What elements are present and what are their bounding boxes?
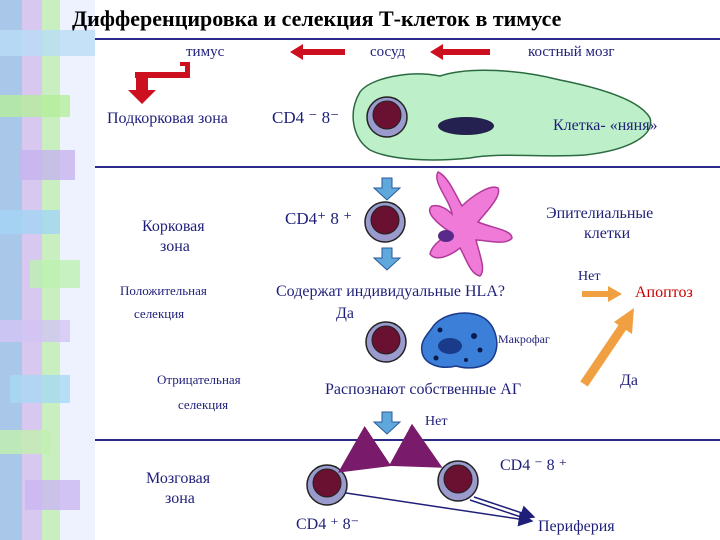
macrophage-cell xyxy=(420,312,498,369)
label-macrophage: Макрофаг xyxy=(498,332,550,346)
cell-double-negative xyxy=(366,96,408,138)
page-title: Дифференцировка и селекция Т-клеток в ти… xyxy=(72,6,562,31)
label-epithelial-line1: Эпителиальные xyxy=(546,205,654,222)
red-bent-arrow-down xyxy=(128,62,190,104)
divider-subcortical xyxy=(95,166,720,168)
label-positive-selection-line2: селекция xyxy=(134,306,185,321)
red-arrow-marrow-to-vessel xyxy=(430,44,490,60)
arrow-cd4-to-periphery xyxy=(345,492,534,527)
blue-arrow-1 xyxy=(372,177,402,201)
zone-medullary-line2: зона xyxy=(165,490,195,507)
epithelial-cell xyxy=(429,171,513,277)
label-epithelial-line2: клетки xyxy=(584,225,631,242)
label-positive-selection-line1: Положительная xyxy=(120,283,207,298)
label-negative-selection-line1: Отрицательная xyxy=(157,372,241,387)
question-own-ag: Распознают собственные АГ xyxy=(325,381,522,398)
cell-cd4pos-medullary xyxy=(306,464,348,506)
label-apoptosis: Апоптоз xyxy=(635,284,693,301)
purple-arrow-left xyxy=(338,426,392,473)
cell-cd8pos-medullary xyxy=(437,460,479,502)
label-nurse-cell: Клетка- «няня» xyxy=(553,117,658,134)
red-arrow-vessel-to-thymus xyxy=(290,44,345,60)
zone-cortical-line1: Корковая xyxy=(142,218,205,235)
blue-arrow-2 xyxy=(372,247,402,271)
divider-top xyxy=(95,38,720,40)
answer-no-ag: Нет xyxy=(425,414,448,429)
question-hla: Содержат индивидуальные HLA? xyxy=(276,283,505,300)
orange-arrow-no-apoptosis xyxy=(582,286,622,302)
answer-no-hla: Нет xyxy=(578,269,601,284)
arrow-cd8-to-periphery-2 xyxy=(469,499,531,521)
cell-double-positive xyxy=(364,201,406,243)
label-vessel: сосуд xyxy=(370,44,406,60)
nurse-cell-nucleus xyxy=(438,117,494,135)
answer-yes-ag: Да xyxy=(620,372,639,389)
label-negative-selection-line2: селекция xyxy=(178,397,229,412)
label-bone-marrow: костный мозг xyxy=(528,44,615,60)
orange-arrow-yes-apoptosis xyxy=(580,308,634,387)
answer-yes-hla: Да xyxy=(336,305,355,322)
label-cd4pos-cd8neg: CD4 ⁺ 8⁻ xyxy=(296,516,360,533)
zone-medullary-line1: Мозговая xyxy=(146,470,211,487)
arrow-cd8-to-periphery-1 xyxy=(473,496,536,520)
decorative-side-stripe xyxy=(0,0,95,540)
label-periphery: Периферия xyxy=(538,518,615,535)
purple-arrow-right xyxy=(388,423,443,468)
zone-cortical-line2: зона xyxy=(160,238,190,255)
zone-subcortical: Подкорковая зона xyxy=(107,110,228,127)
nurse-cell xyxy=(352,69,652,161)
label-cd4neg-cd8neg: CD4 ⁻ 8⁻ xyxy=(272,108,340,127)
label-cd4neg-cd8pos: CD4 ⁻ 8 ⁺ xyxy=(500,457,568,474)
blue-arrow-3 xyxy=(372,411,402,435)
label-thymus: тимус xyxy=(186,44,225,60)
epithelial-nucleus xyxy=(438,230,454,242)
cell-positive-selected xyxy=(365,321,407,363)
label-cd4pos-cd8pos: CD4⁺ 8 ⁺ xyxy=(285,209,353,228)
